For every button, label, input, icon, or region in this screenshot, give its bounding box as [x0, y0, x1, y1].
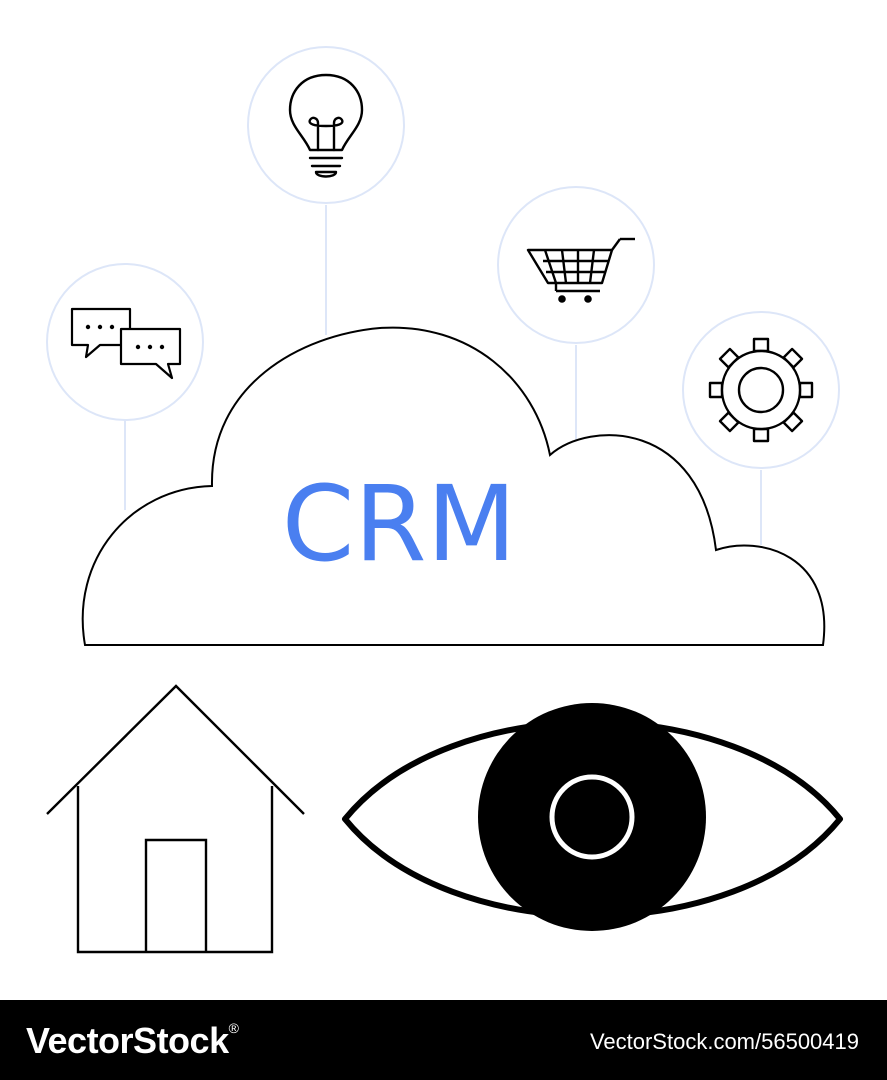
gear-icon	[682, 311, 840, 469]
footer-image-id: VectorStock.com/56500419	[589, 1029, 859, 1054]
connector-lines	[124, 205, 762, 545]
crm-label: CRM	[282, 463, 517, 585]
chat-bubbles-icon	[46, 263, 204, 421]
shopping-cart-icon	[497, 186, 655, 344]
house-icon	[46, 684, 305, 954]
cloud-shape	[81, 326, 826, 646]
footer-brand-text: VectorStock	[26, 1020, 229, 1061]
watermark-footer: VectorStock® VectorStock.com/56500419	[0, 1000, 887, 1080]
lightbulb-icon	[247, 46, 405, 204]
registered-mark: ®	[228, 1020, 239, 1036]
footer-brand: VectorStock®	[26, 1020, 239, 1062]
eye-icon	[342, 703, 843, 931]
crm-illustration: CRM	[46, 46, 843, 954]
